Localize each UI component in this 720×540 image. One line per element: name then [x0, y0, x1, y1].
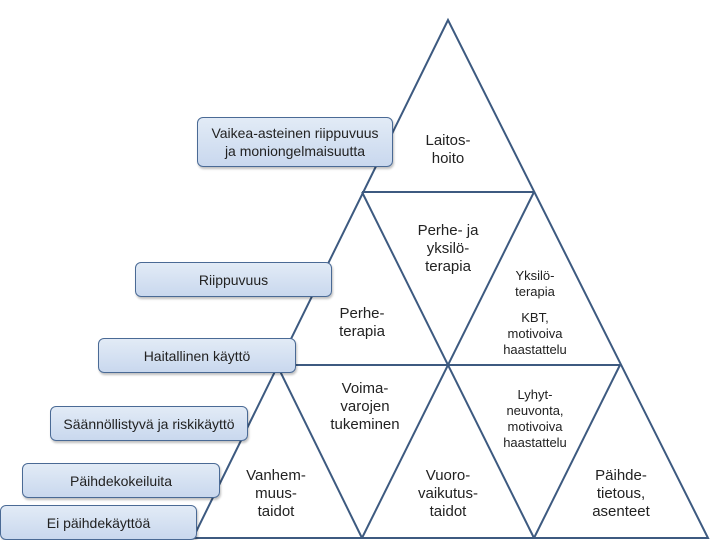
cell-vuorovaikutustaidot: Vuoro- vaikutus- taidot [417, 467, 479, 520]
level-box-3: Säännöllistyvä ja riskikäyttö [50, 406, 248, 441]
level-box-1: Ei päihdekäyttöä [0, 505, 197, 540]
cell-yksiloterapia: Yksilö- terapia [515, 268, 555, 299]
divider-mid-right [533, 364, 621, 539]
cell-vanhemmuustaidot: Vanhem- muus- taidot [246, 467, 306, 520]
level-box-4: Haitallinen käyttö [98, 338, 296, 373]
divider-top-right [361, 191, 535, 539]
cell-perhe-ja-yksiloterapia: Perhe- ja yksilö- terapia [417, 222, 479, 275]
cell-laitoshoito: Laitos- hoito [425, 132, 471, 167]
cell-voimavarojen-tukeminen: Voima- varojen tukeminen [330, 380, 400, 433]
cell-yksiloterapia-methods: KBT, motivoiva haastattelu [503, 310, 567, 357]
level-box-2: Päihdekokeiluita [22, 463, 220, 498]
level-box-5: Riippuvuus [135, 262, 332, 297]
cell-paihdetietous: Päihde- tietous, asenteet [592, 467, 650, 520]
divider-mid-left [276, 364, 363, 539]
level-box-6: Vaikea-asteinen riippuvuus ja moniongelm… [197, 117, 393, 167]
cell-lyhytneuvonta: Lyhyt- neuvonta, motivoiva haastattelu [503, 387, 567, 450]
cell-perheterapia: Perhe- terapia [339, 305, 385, 340]
